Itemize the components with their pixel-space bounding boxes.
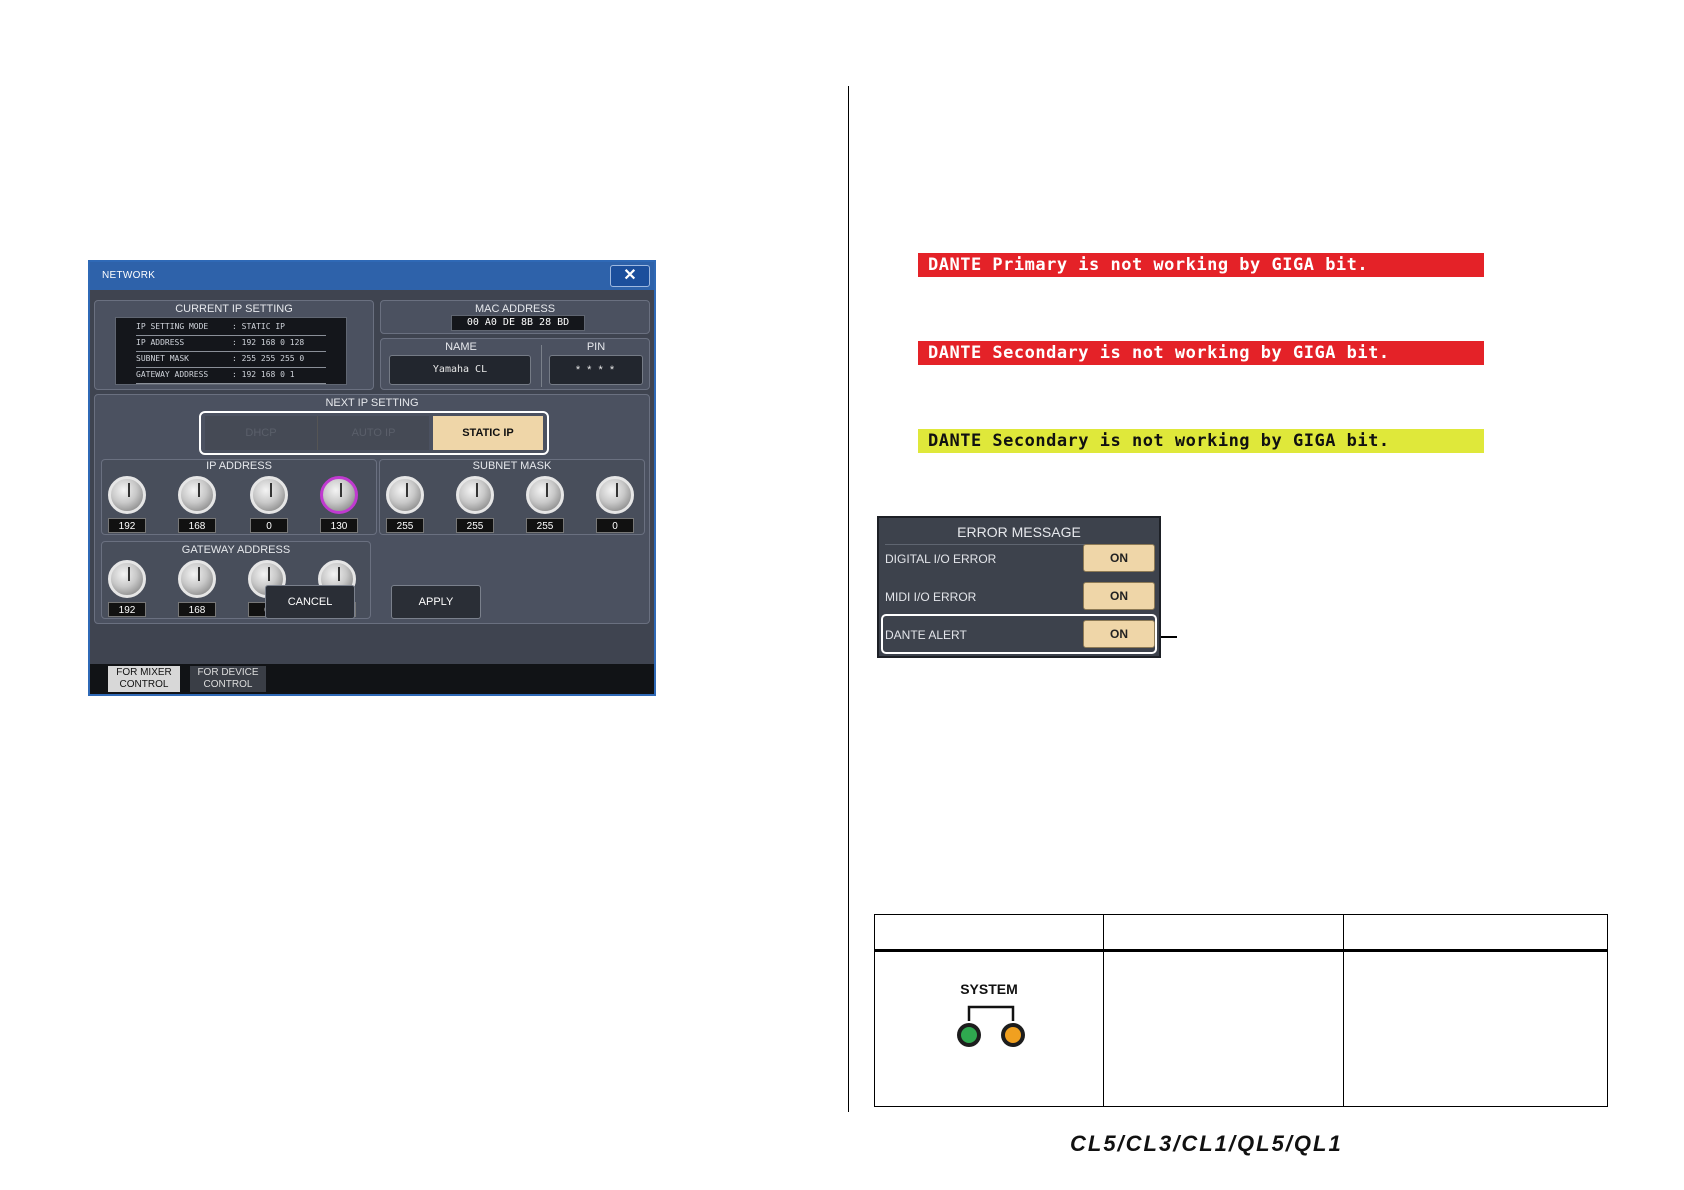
divider: [885, 544, 1153, 545]
subnet-knob-2[interactable]: [456, 476, 494, 514]
pin-button[interactable]: * * * *: [549, 355, 643, 385]
subnet-value-1: 255: [386, 518, 424, 533]
lcd-key: GATEWAY ADDRESS: [136, 370, 209, 379]
current-ip-setting-panel: CURRENT IP SETTING IP SETTING MODE : STA…: [94, 300, 374, 390]
next-ip-setting-panel: NEXT IP SETTING DHCP AUTO IP STATIC IP I…: [94, 394, 650, 624]
tab-for-device-control[interactable]: FOR DEVICE CONTROL: [190, 666, 266, 692]
gateway-value-1: 192: [108, 602, 146, 617]
ip-address-label: IP ADDRESS: [206, 460, 272, 472]
lcd-value: : STATIC IP: [232, 322, 285, 331]
static-ip-button[interactable]: STATIC IP: [433, 416, 543, 450]
name-pin-panel: NAME PIN Yamaha CL * * * *: [380, 338, 650, 390]
pin-label: PIN: [586, 341, 606, 353]
lcd-value: : 192 168 0 128: [232, 338, 305, 347]
ip-value-1: 192: [108, 518, 146, 533]
tab-line: CONTROL: [203, 679, 253, 690]
cancel-button[interactable]: CANCEL: [265, 585, 355, 619]
orange-led-icon: [1005, 1027, 1021, 1043]
lcd-row: GATEWAY ADDRESS : 192 168 0 1: [136, 368, 326, 384]
system-led-diagram: [957, 1005, 1025, 1047]
window-title: NETWORK: [102, 270, 156, 281]
lcd-key: IP SETTING MODE: [136, 322, 209, 331]
divider: [541, 345, 542, 387]
midi-io-error-label: MIDI I/O ERROR: [885, 590, 977, 604]
tab-bar: FOR MIXER CONTROL FOR DEVICE CONTROL: [90, 664, 654, 694]
digital-io-error-label: DIGITAL I/O ERROR: [885, 552, 997, 566]
lcd-value: : 255 255 255 0: [232, 354, 305, 363]
dante-alert-on-button[interactable]: ON: [1083, 620, 1155, 648]
auto-ip-button[interactable]: AUTO IP: [317, 416, 429, 450]
next-ip-setting-label: NEXT IP SETTING: [325, 397, 419, 409]
gateway-knob-2[interactable]: [178, 560, 216, 598]
ip-knob-3[interactable]: [250, 476, 288, 514]
ip-address-group: IP ADDRESS 192 168 0 130: [101, 459, 377, 535]
tab-line: FOR MIXER: [116, 667, 172, 678]
error-message-title: ERROR MESSAGE: [957, 524, 1081, 540]
midi-io-error-on-button[interactable]: ON: [1083, 582, 1155, 610]
subnet-value-4: 0: [596, 518, 634, 533]
subnet-value-3: 255: [526, 518, 564, 533]
subnet-mask-group: SUBNET MASK 255 255 255 0: [379, 459, 645, 535]
column-divider: [848, 86, 849, 1112]
mac-address-label: MAC ADDRESS: [474, 303, 556, 315]
name-label: NAME: [445, 341, 477, 353]
lcd-row: IP SETTING MODE : STATIC IP: [136, 320, 326, 336]
ip-value-3: 0: [250, 518, 288, 533]
ip-knob-1[interactable]: [108, 476, 146, 514]
close-button[interactable]: ✕: [610, 265, 650, 287]
lcd-key: IP ADDRESS: [136, 338, 185, 347]
lcd-row: IP ADDRESS : 192 168 0 128: [136, 336, 326, 352]
lcd-value: : 192 168 0 1: [232, 370, 295, 379]
title-bar: NETWORK ✕: [90, 262, 654, 290]
subnet-mask-label: SUBNET MASK: [472, 460, 552, 472]
ip-mode-selector: DHCP AUTO IP STATIC IP: [199, 411, 549, 455]
name-button[interactable]: Yamaha CL: [389, 355, 531, 385]
current-ip-setting-label: CURRENT IP SETTING: [175, 303, 293, 315]
gateway-address-label: GATEWAY ADDRESS: [181, 544, 291, 556]
alert-secondary-red: DANTE Secondary is not working by GIGA b…: [918, 341, 1484, 365]
ip-value-4: 130: [320, 518, 358, 533]
lcd-row: SUBNET MASK : 255 255 255 0: [136, 352, 326, 368]
error-message-panel: ERROR MESSAGE DIGITAL I/O ERROR ON MIDI …: [877, 516, 1161, 658]
current-ip-display: IP SETTING MODE : STATIC IP IP ADDRESS :…: [115, 317, 347, 385]
bracket-line: [967, 1005, 1015, 1021]
lcd-key: SUBNET MASK: [136, 354, 189, 363]
alert-primary-red: DANTE Primary is not working by GIGA bit…: [918, 253, 1484, 277]
subnet-knob-1[interactable]: [386, 476, 424, 514]
system-label: SYSTEM: [960, 981, 1018, 997]
column-line: [1343, 915, 1344, 1106]
ip-value-2: 168: [178, 518, 216, 533]
subnet-knob-3[interactable]: [526, 476, 564, 514]
dhcp-button[interactable]: DHCP: [205, 416, 317, 450]
dante-alert-label: DANTE ALERT: [885, 628, 967, 642]
mac-address-value: 00 A0 DE 8B 28 BD: [451, 315, 585, 331]
ip-knob-2[interactable]: [178, 476, 216, 514]
model-logo: CL5/CL3/CL1/QL5/QL1: [1070, 1131, 1343, 1156]
tab-line: CONTROL: [119, 679, 169, 690]
digital-io-error-on-button[interactable]: ON: [1083, 544, 1155, 572]
network-window: NETWORK ✕ CURRENT IP SETTING IP SETTING …: [88, 260, 656, 696]
apply-button[interactable]: APPLY: [391, 585, 481, 619]
subnet-knob-4[interactable]: [596, 476, 634, 514]
gateway-knob-1[interactable]: [108, 560, 146, 598]
column-line: [1103, 915, 1104, 1106]
dante-alert-highlight: [881, 614, 1157, 654]
alert-secondary-yellow: DANTE Secondary is not working by GIGA b…: [918, 429, 1484, 453]
green-led-icon: [961, 1027, 977, 1043]
status-table: SYSTEM: [874, 914, 1608, 1107]
tab-for-mixer-control[interactable]: FOR MIXER CONTROL: [108, 666, 180, 692]
ip-knob-4[interactable]: [320, 476, 358, 514]
tab-line: FOR DEVICE: [197, 667, 259, 678]
gateway-value-2: 168: [178, 602, 216, 617]
callout-line: [1161, 636, 1177, 638]
subnet-value-2: 255: [456, 518, 494, 533]
header-rule: [875, 949, 1607, 952]
mac-address-panel: MAC ADDRESS 00 A0 DE 8B 28 BD: [380, 300, 650, 334]
